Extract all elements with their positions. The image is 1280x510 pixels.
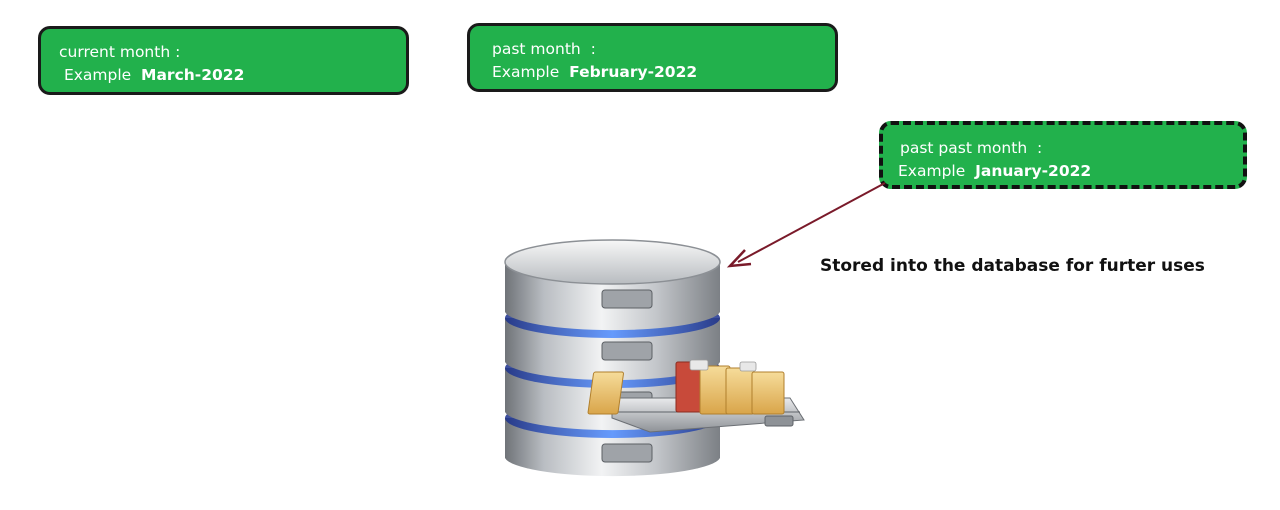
- past-month-box: past month : Example February-2022: [467, 23, 838, 92]
- current-month-example-value: March-2022: [141, 66, 245, 84]
- past-month-label: past month :: [492, 40, 596, 58]
- current-month-example-prefix: Example: [63, 66, 132, 84]
- past-past-month-box: past past month : Example January-2022: [879, 121, 1247, 189]
- current-month-box: current month : Example March-2022: [38, 26, 409, 95]
- current-month-label: current month :: [59, 43, 181, 61]
- past-past-month-label: past past month :: [900, 139, 1043, 157]
- past-past-month-example-prefix: Example: [898, 162, 966, 180]
- past-month-example-value: February-2022: [569, 63, 698, 81]
- database-server-icon: [504, 239, 805, 477]
- database-caption: Stored into the database for furter uses: [820, 256, 1205, 276]
- arrow-to-database: [726, 182, 886, 268]
- past-past-month-example-value: January-2022: [975, 162, 1092, 180]
- past-month-example-prefix: Example: [492, 63, 560, 81]
